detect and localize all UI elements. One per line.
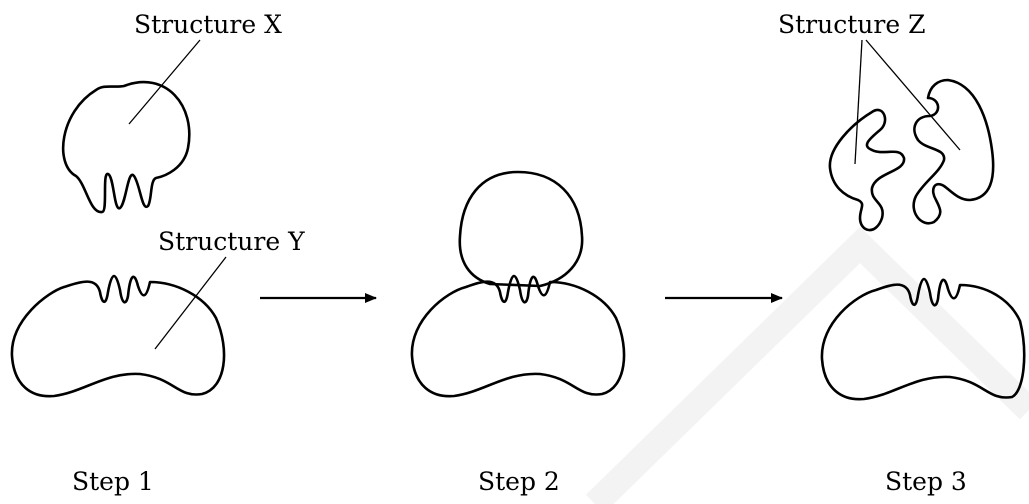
structure-z-label: Structure Z xyxy=(778,10,925,39)
structure-x-shape xyxy=(61,80,191,214)
structure-y-shape xyxy=(10,274,226,398)
structure-y-label: Structure Y xyxy=(158,227,305,256)
step2-enzyme-substrate-complex xyxy=(410,274,626,398)
step3-enzyme-shape xyxy=(820,277,1026,401)
structure-x-leader xyxy=(128,39,201,125)
structure-z-product-right xyxy=(912,78,995,225)
step2-label: Step 2 xyxy=(478,467,560,496)
step3-label: Step 3 xyxy=(885,467,967,496)
step1-label: Step 1 xyxy=(72,467,154,496)
watermark-mark xyxy=(585,226,1029,504)
structure-z-product-left xyxy=(828,108,906,232)
structure-z-leader-left xyxy=(854,39,863,165)
structure-x-label: Structure X xyxy=(134,10,282,39)
step2-substrate-shape xyxy=(458,170,584,288)
structure-y-leader xyxy=(154,256,227,350)
structure-z-leader-right xyxy=(865,39,961,151)
